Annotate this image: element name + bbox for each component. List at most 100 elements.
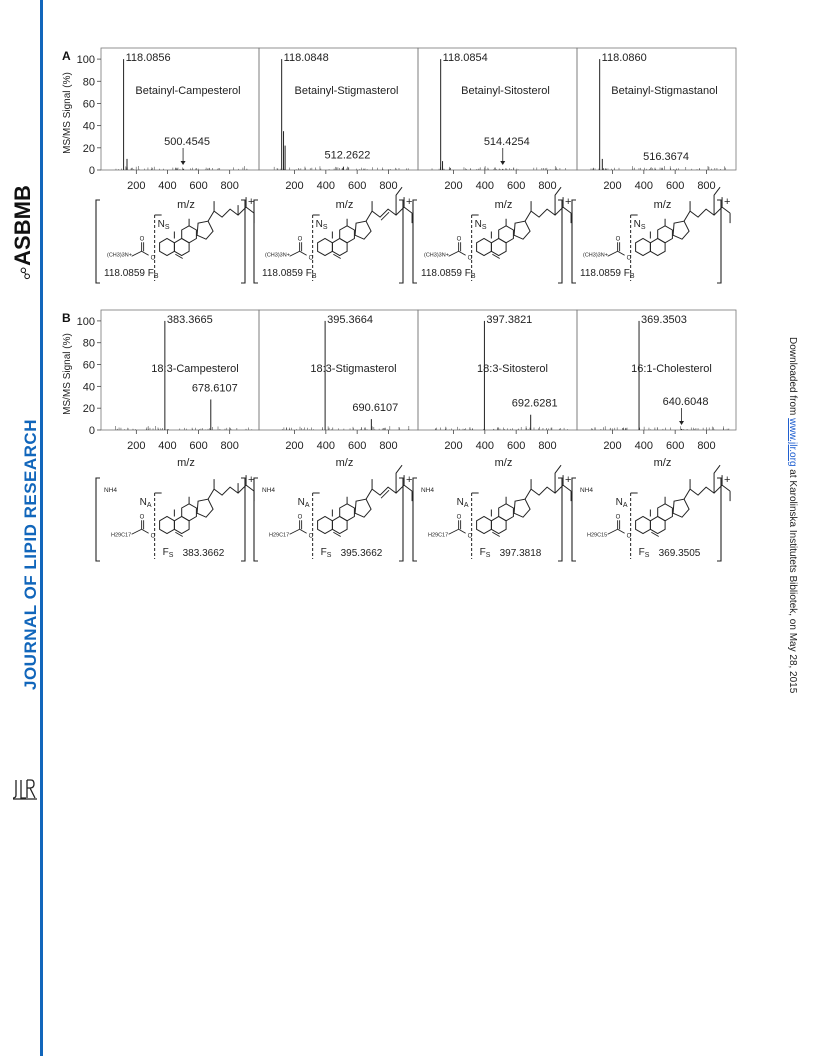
fragment-label: FS <box>639 547 650 559</box>
peak-label: 395.3664 <box>327 314 373 326</box>
side-chain <box>524 186 572 224</box>
oxygen-label: O <box>309 255 314 261</box>
structure-bracket-left <box>253 477 258 562</box>
double-bond <box>175 531 183 537</box>
y-tick-label: 20 <box>83 403 95 415</box>
site-label: NS <box>158 219 170 231</box>
x-tick-label: 800 <box>538 180 556 192</box>
x-tick-label: 600 <box>348 440 366 452</box>
site-label: NA <box>616 497 628 509</box>
steroid-ring <box>657 225 673 244</box>
y-tick-label: 0 <box>89 425 95 437</box>
charge-label: + <box>724 474 730 486</box>
x-axis-label: m/z <box>495 199 513 211</box>
steroid-ring <box>476 515 492 535</box>
site-label-sub: A <box>305 502 310 509</box>
steroid-ring <box>498 225 514 244</box>
plot-frame <box>100 47 260 171</box>
ester-bond <box>289 242 307 257</box>
steroid-ring <box>317 237 333 257</box>
structure-bracket-right <box>399 477 404 562</box>
x-tick-label: 200 <box>127 180 145 192</box>
fragment-label: 118.0859 FB <box>262 268 317 280</box>
carbonyl-o-label: O <box>457 514 462 520</box>
plot-frame <box>417 47 578 171</box>
structure-bracket-left <box>253 199 258 284</box>
x-tick-label: 800 <box>697 180 715 192</box>
y-tick-label: 60 <box>83 98 95 110</box>
charge-label: + <box>248 196 254 208</box>
peak-label: 500.4545 <box>164 136 210 148</box>
peak-arrow-head <box>679 421 685 425</box>
oxygen-label: O <box>151 533 156 539</box>
double-bond <box>492 253 500 259</box>
carbonyl-o-label: O <box>140 236 145 242</box>
side-chain <box>207 475 255 502</box>
structure-bracket-left <box>95 199 100 284</box>
x-tick-label: 200 <box>285 440 303 452</box>
compound-label: 18:3-Campesterol <box>151 363 238 375</box>
panel-letter-a: A <box>62 49 71 63</box>
oxygen-label: O <box>151 255 156 261</box>
ester-bond <box>448 520 466 535</box>
x-tick-label: 800 <box>538 440 556 452</box>
side-chain <box>683 464 731 502</box>
peak-label: 690.6107 <box>352 402 398 414</box>
adduct-label: NH4 <box>104 487 117 494</box>
double-bond <box>333 531 341 537</box>
steroid-ring <box>635 237 651 257</box>
compound-label: Betainyl-Campesterol <box>135 85 240 97</box>
steroid-ring <box>476 237 492 257</box>
x-axis-label: m/z <box>177 457 195 469</box>
x-tick-label: 600 <box>507 440 525 452</box>
y-tick-label: 40 <box>83 381 95 393</box>
panel-letter-b: B <box>62 311 71 325</box>
steroid-ring-d <box>513 498 531 518</box>
adduct-label: NH4 <box>262 487 275 494</box>
x-tick-label: 200 <box>603 440 621 452</box>
steroid-ring <box>181 503 197 522</box>
adduct-label: NH4 <box>421 487 434 494</box>
double-bond <box>333 253 341 259</box>
x-tick-label: 200 <box>285 180 303 192</box>
structure-bracket-left <box>95 477 100 562</box>
peak-label: 692.6281 <box>512 398 558 410</box>
acyl-chain-label: H29C17 <box>269 532 289 538</box>
oxygen-label: O <box>468 533 473 539</box>
charge-label: + <box>565 474 571 486</box>
steroid-ring-d <box>672 498 690 518</box>
structure-bracket-right <box>558 199 563 284</box>
ester-bond <box>289 520 307 535</box>
double-bond <box>380 211 390 221</box>
y-tick-label: 80 <box>83 338 95 350</box>
side-chain <box>207 197 255 224</box>
compound-label: 16:1-Cholesterol <box>631 363 712 375</box>
x-tick-label: 800 <box>379 440 397 452</box>
fragment-mass: 395.3662 <box>341 548 383 559</box>
steroid-ring-d <box>354 498 372 518</box>
oxygen-label: O <box>627 533 632 539</box>
steroid-ring <box>181 225 197 244</box>
steroid-ring <box>339 225 355 244</box>
structure-bracket-left <box>412 199 417 284</box>
peak-label: 118.0848 <box>284 52 329 64</box>
x-axis-label: m/z <box>336 199 354 211</box>
double-bond <box>651 531 659 537</box>
structure-bracket-left <box>412 477 417 562</box>
peak-label: 516.3674 <box>643 151 689 163</box>
x-tick-label: 400 <box>317 440 335 452</box>
fragment-label-sub: S <box>169 552 174 559</box>
x-tick-label: 400 <box>158 180 176 192</box>
oxygen-label: O <box>627 255 632 261</box>
x-axis-label: m/z <box>177 199 195 211</box>
site-label-sub: A <box>623 502 628 509</box>
carbonyl-o-label: O <box>298 236 303 242</box>
x-axis-label: m/z <box>336 457 354 469</box>
compound-label: Betainyl-Sitosterol <box>461 85 550 97</box>
